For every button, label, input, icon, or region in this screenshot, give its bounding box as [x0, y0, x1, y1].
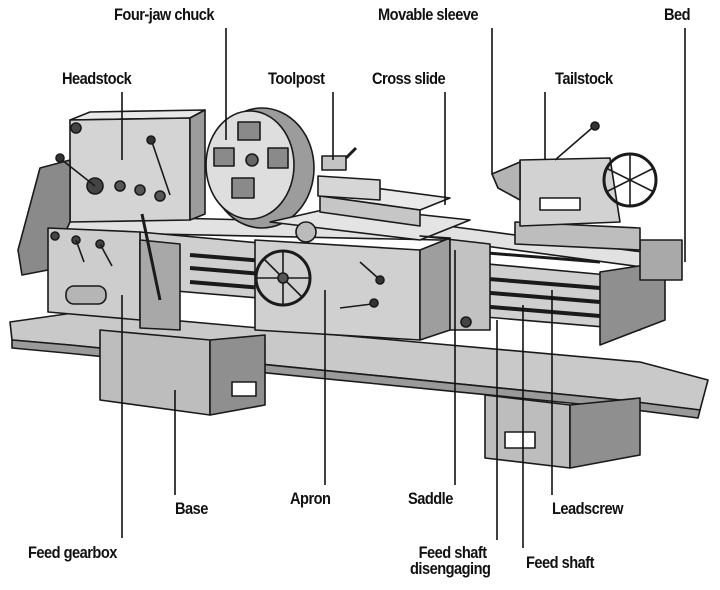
toolpost-block: [317, 175, 381, 201]
machine-body: [9, 214, 709, 469]
headstock-knob: [114, 180, 126, 192]
cross-slide-wheel: [295, 221, 317, 243]
headstock-lever: [61, 159, 96, 187]
tailstock-lever-ball: [590, 121, 600, 131]
label-feed-gearbox: Feed gearbox: [28, 543, 117, 562]
apron-side: [419, 237, 451, 341]
label-cross-slide: Cross slide: [372, 69, 446, 88]
tailstock-spoke: [605, 167, 655, 193]
leader-lines: [121, 28, 686, 548]
left-pedestal-side: [209, 334, 266, 416]
toolpost-handle: [344, 146, 358, 160]
chuck-jaw: [237, 121, 261, 141]
label-saddle: Saddle: [408, 489, 453, 508]
label-tailstock: Tailstock: [555, 69, 613, 88]
handwheel-hub: [277, 272, 289, 284]
tailstock-base: [514, 221, 641, 251]
headstock-knob: [134, 184, 146, 196]
label-base: Base: [175, 499, 208, 518]
left-pedestal: [99, 329, 211, 416]
label-apron: Apron: [290, 489, 331, 508]
apron-front: [254, 239, 421, 341]
headstock-side: [189, 109, 206, 221]
saddle-knob: [460, 316, 472, 328]
headstock-lever-ball: [55, 153, 65, 163]
cross-slide-front: [319, 195, 421, 227]
base-slot: [231, 381, 257, 397]
apron-knob: [369, 298, 379, 308]
apron-knob: [375, 275, 385, 285]
right-pedestal-side: [569, 397, 641, 469]
headstock-top-knob: [70, 122, 82, 134]
label-headstock: Headstock: [62, 69, 132, 88]
gearbox-tall-lever: [140, 213, 162, 301]
toolpost-top: [321, 155, 347, 171]
tailstock-body: [519, 157, 621, 227]
gearbox-drum: [65, 285, 107, 305]
movable-sleeve: [491, 161, 521, 201]
gearbox-housing: [139, 239, 181, 331]
headstock-lever: [151, 141, 171, 196]
tailstock-lever: [554, 127, 593, 161]
headstock-front: [69, 117, 191, 223]
label-leadscrew: Leadscrew: [552, 499, 623, 518]
tailstock-unit: [491, 121, 658, 251]
label-feed-shaft-disengaging-line2: disengaging: [410, 559, 491, 579]
gearbox-knob: [50, 231, 60, 241]
label-toolpost: Toolpost: [268, 69, 325, 88]
saddle-top: [269, 205, 471, 241]
apron-lever: [359, 261, 379, 279]
headstock-knob: [154, 190, 166, 202]
label-feed-shaft-disengaging-line1: Feed shaft: [418, 543, 487, 562]
bed-end: [639, 239, 683, 281]
label-bed: Bed: [664, 5, 691, 24]
label-movable-sleeve: Movable sleeve: [378, 5, 479, 24]
right-base-slot: [504, 431, 536, 449]
feed-gearbox-unit: [47, 213, 181, 331]
label-four-jaw-chuck: Four-jaw chuck: [114, 5, 215, 24]
tailstock-slot: [539, 197, 581, 211]
label-feed-shaft: Feed shaft: [526, 553, 594, 572]
chuck-jaw: [231, 177, 255, 199]
headstock-lever-ball: [146, 135, 156, 145]
gearbox-lever: [75, 239, 85, 263]
headstock-unit: [17, 109, 206, 276]
label-feed-shaft-disengaging: Feed shaft disengaging: [410, 543, 491, 579]
chuck-center: [245, 153, 259, 167]
chuck-jaw: [213, 147, 235, 167]
gearbox-front: [47, 227, 141, 321]
four-jaw-chuck-unit: [205, 107, 315, 229]
apron-lever: [339, 303, 373, 309]
chuck-jaw: [267, 147, 289, 169]
gearbox-lever: [99, 243, 113, 267]
